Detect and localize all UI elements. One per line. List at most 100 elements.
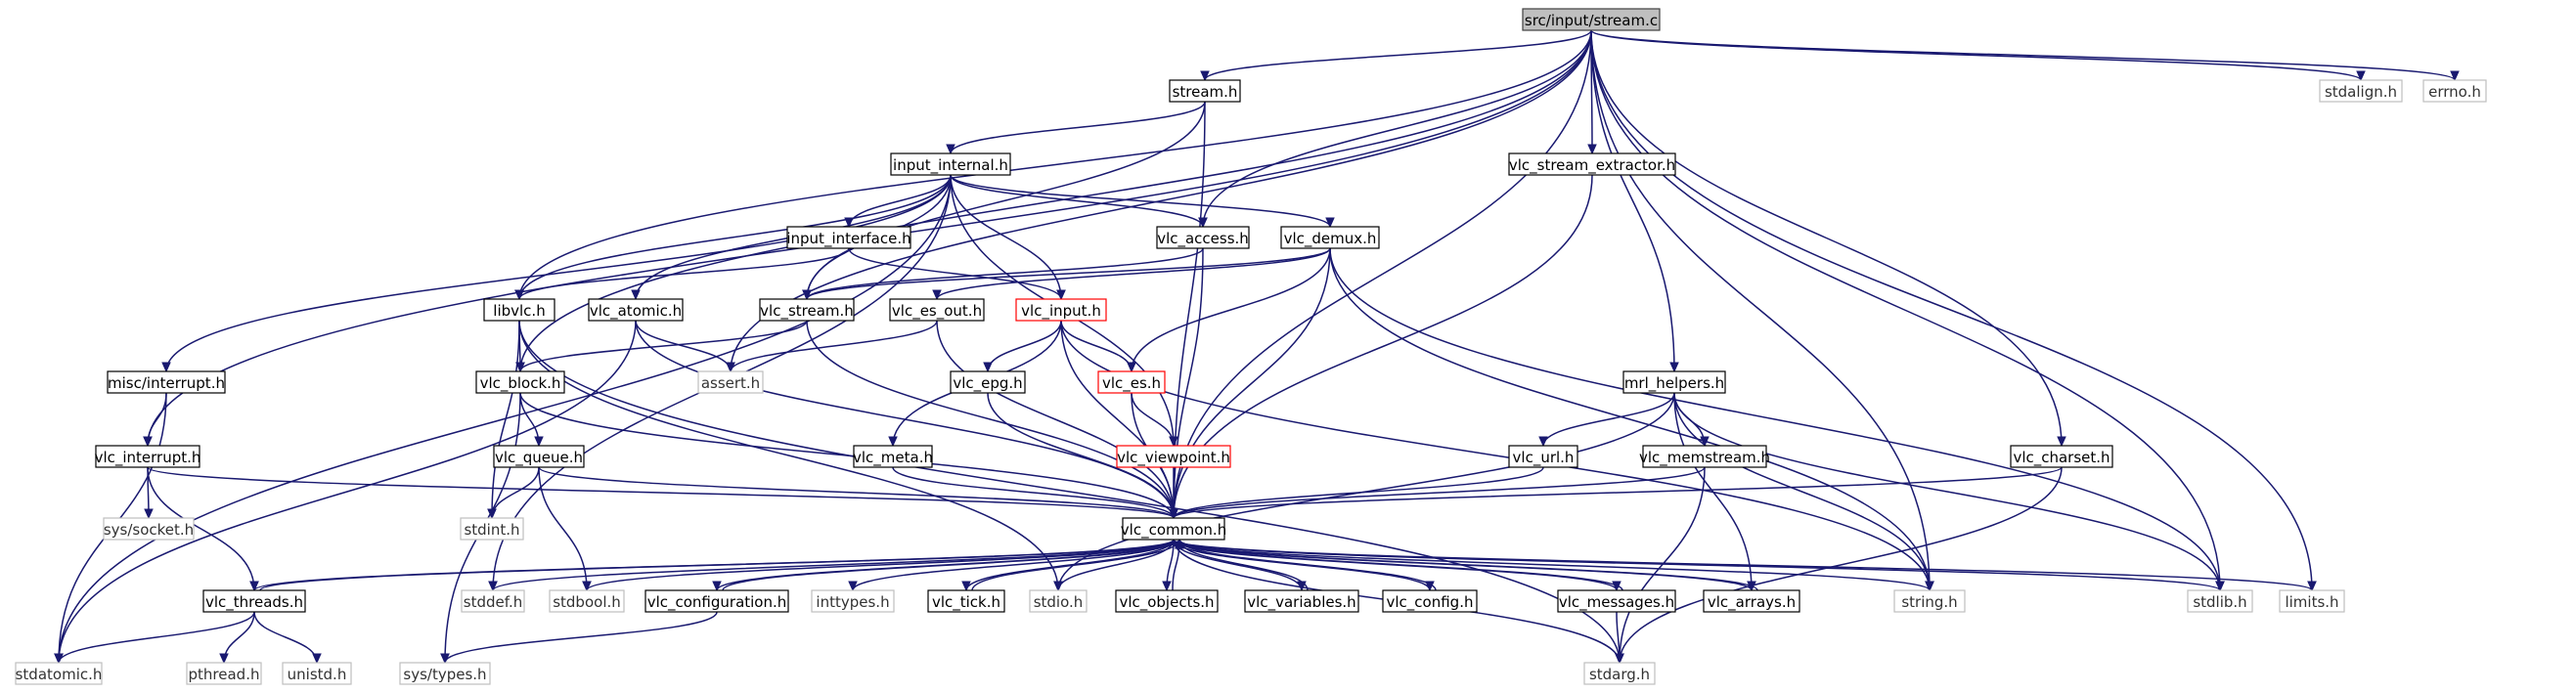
node-vlc-stream-extractor-h[interactable]: vlc_stream_extractor.h [1508,152,1676,176]
node-vlc-epg-h[interactable]: vlc_epg.h [950,370,1026,394]
edge-stream-c-to-libvlc-h [518,29,1592,300]
arrowhead-vlc-common-h-to-vlc-objects-h [1162,581,1172,592]
arrowhead-input-internal-h-to-misc-interrupt-h [161,362,171,373]
node-label: vlc_objects.h [1119,593,1214,612]
node-vlc-queue-h[interactable]: vlc_queue.h [493,445,585,468]
node-vlc-configuration-h[interactable]: vlc_configuration.h [644,589,789,613]
node-label: vlc_threads.h [205,593,303,612]
arrowhead-vlc-configuration-h-to-sys-types-h [440,653,450,665]
node-stream-h[interactable]: stream.h [1169,79,1241,103]
arrowhead-stream-c-to-stream-h [1200,70,1210,82]
edge-stream-c-to-stream-h [1204,29,1592,81]
node-label: mrl_helpers.h [1624,374,1724,393]
node-vlc-meta-h[interactable]: vlc_meta.h [853,445,933,468]
edge-vlc-threads-h-to-pthread-h [223,611,255,664]
node-box [1156,226,1250,249]
node-vlc-common-h[interactable]: vlc_common.h [1121,517,1226,541]
node-box [853,445,933,468]
edge-vlc-common-h-to-limits-h [1173,539,2313,591]
node-vlc-arrays-h[interactable]: vlc_arrays.h [1703,589,1800,613]
arrowhead-vlc-common-h-to-stddef-h [488,581,498,592]
node-label: vlc_messages.h [1559,593,1674,612]
node-label: vlc_tick.h [932,593,1000,612]
arrowhead-vlc-block-h-to-vlc-queue-h [534,436,544,448]
node-vlc-input-h[interactable]: vlc_input.h [1015,298,1107,322]
edge-input-interface-h-to-libvlc-h [518,247,850,300]
node-vlc-atomic-h[interactable]: vlc_atomic.h [588,298,684,322]
arrowhead-vlc-threads-h-to-unistd-h [312,653,322,665]
edge-vlc-epg-h-to-vlc-common-h [987,392,1175,519]
node-label: vlc_stream_extractor.h [1509,156,1675,175]
node-input-internal-h[interactable]: input_internal.h [890,152,1011,176]
node-label: vlc_memstream.h [1639,449,1770,467]
node-vlc-access-h[interactable]: vlc_access.h [1156,226,1250,249]
arrowhead-mrl-helpers-h-to-vlc-url-h [1538,436,1548,448]
node-label: vlc_arrays.h [1708,593,1796,612]
arrowhead-vlc-common-h-to-limits-h [2307,581,2317,592]
edge-stream-c-to-vlc-access-h [1202,29,1592,228]
node-label: stdint.h [464,521,519,539]
node-input-interface-h[interactable]: input_interface.h [786,226,911,249]
edge-vlc-threads-h-to-stdatomic-h [58,611,255,664]
node-stdio-h: stdio.h [1029,589,1088,613]
node-box [759,298,855,322]
node-label: vlc_block.h [480,374,561,393]
edge-vlc-threads-h-to-unistd-h [253,611,318,664]
node-stdarg-h: stdarg.h [1583,662,1656,685]
node-sys-types-h: sys/types.h [399,662,491,685]
node-box [1557,589,1676,613]
edge-stream-c-to-vlc-block-h [519,29,1592,372]
node-vlc-objects-h[interactable]: vlc_objects.h [1115,589,1219,613]
node-mrl-helpers-h[interactable]: mrl_helpers.h [1622,370,1726,394]
node-vlc-variables-h[interactable]: vlc_variables.h [1244,589,1359,613]
node-string-h: string.h [1893,589,1966,613]
node-vlc-viewpoint-h[interactable]: vlc_viewpoint.h [1116,445,1231,468]
node-misc-interrupt-h[interactable]: misc/interrupt.h [107,370,226,394]
node-src-input-stream-c[interactable]: src/input/stream.c [1522,8,1661,31]
edge-vlc-config-h-to-vlc-common-h [1178,539,1437,591]
node-vlc-url-h[interactable]: vlc_url.h [1508,445,1578,468]
arrowhead-vlc-arrays-h-to-vlc-common-h [1175,538,1184,549]
node-vlc-tick-h[interactable]: vlc_tick.h [927,589,1005,613]
edge-vlc-meta-h-to-vlc-common-h [892,466,1175,519]
node-vlc-es-out-h[interactable]: vlc_es_out.h [889,298,985,322]
edge-mrl-helpers-h-to-stdlib-h [1673,392,2221,591]
edge-vlc-stream-h-to-vlc-block-h [519,320,808,372]
node-box [461,589,525,613]
node-box [588,298,684,322]
node-vlc-config-h[interactable]: vlc_config.h [1382,589,1478,613]
node-box [493,445,585,468]
node-box [1115,589,1219,613]
node-box [1097,370,1166,394]
node-libvlc-h[interactable]: libvlc.h [483,298,555,322]
node-vlc-messages-h[interactable]: vlc_messages.h [1557,589,1676,613]
node-label: src/input/stream.c [1525,12,1658,29]
node-box [889,298,985,322]
node-box [1642,445,1767,468]
node-sys-socket-h: sys/socket.h [103,517,195,541]
edge-stream-c-to-string-h [1590,29,1931,591]
arrowhead-vlc-interrupt-h-to-sys-socket-h [144,508,154,520]
arrowhead-input-internal-h-to-vlc-atomic-h [631,289,641,301]
node-vlc-interrupt-h[interactable]: vlc_interrupt.h [95,445,201,468]
node-box [95,445,200,468]
edge-stream-h-to-input-internal-h [950,101,1206,154]
node-vlc-es-h[interactable]: vlc_es.h [1097,370,1166,394]
edge-vlc-queue-h-to-stdbool-h [538,466,588,591]
arrowhead-vlc-demux-h-to-vlc-es-out-h [932,289,942,301]
node-label: stdalign.h [2325,83,2397,101]
node-box [1622,370,1726,394]
edge-stream-c-to-errno-h [1590,29,2456,81]
node-vlc-block-h[interactable]: vlc_block.h [475,370,565,394]
node-vlc-threads-h[interactable]: vlc_threads.h [202,589,306,613]
node-box [1583,662,1656,685]
arrowhead-vlc-input-h-to-vlc-epg-h [983,362,993,373]
edge-vlc-atomic-h-to-stdatomic-h [58,320,637,664]
node-vlc-charset-h[interactable]: vlc_charset.h [2010,445,2113,468]
node-stdint-h: stdint.h [460,517,524,541]
arrowhead-vlc-common-h-to-vlc-threads-h [249,581,259,592]
node-vlc-memstream-h[interactable]: vlc_memstream.h [1639,445,1770,468]
node-vlc-stream-h[interactable]: vlc_stream.h [759,298,855,322]
node-vlc-demux-h[interactable]: vlc_demux.h [1280,226,1380,249]
arrowhead-stream-h-to-input-internal-h [946,144,955,155]
